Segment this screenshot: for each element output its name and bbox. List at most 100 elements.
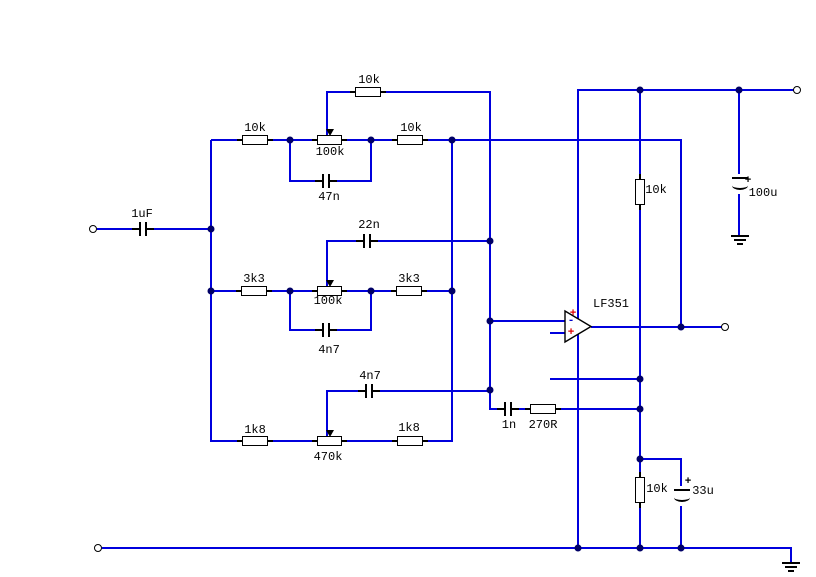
wire-bias-chain[interactable] xyxy=(639,89,641,548)
wire-bridge2-left[interactable] xyxy=(289,290,291,331)
wire-band1-row[interactable] xyxy=(211,139,682,141)
pot-wiper-arrow-icon xyxy=(325,430,334,437)
band3-potentiometer[interactable] xyxy=(312,430,347,446)
band2-bridge-capacitor[interactable] xyxy=(315,322,337,338)
junction-dot xyxy=(636,544,644,552)
wire-inverting-input[interactable] xyxy=(490,320,565,322)
ground-terminal[interactable] xyxy=(94,544,102,552)
bias-upper-resistor[interactable] xyxy=(635,174,645,210)
band1-bridge-capacitor[interactable] xyxy=(315,173,337,189)
bias-lower-resistor[interactable] xyxy=(635,472,645,508)
band1-wiper-label: 10k xyxy=(358,73,380,87)
junction-dot xyxy=(286,136,294,144)
band1-left-resistor[interactable] xyxy=(237,135,273,145)
wire-input-left[interactable] xyxy=(97,228,133,230)
band1-rright-label: 10k xyxy=(400,121,422,135)
junction-dot xyxy=(677,323,685,331)
band1-right-resistor[interactable] xyxy=(392,135,428,145)
bias-lower-label: 10k xyxy=(646,482,668,496)
wire-bottom-rail[interactable] xyxy=(102,547,792,549)
band3-left-resistor[interactable] xyxy=(237,436,273,446)
compensation-capacitor[interactable] xyxy=(497,401,519,417)
wire-bypass-top[interactable] xyxy=(640,458,682,460)
band2-right-resistor[interactable] xyxy=(391,286,427,296)
bypass-cap-plus: + xyxy=(684,476,692,488)
band3-pot-label: 470k xyxy=(313,450,343,464)
wire-feedback-top[interactable] xyxy=(327,91,491,93)
band1-rleft-label: 10k xyxy=(244,121,266,135)
wire-feedback-down[interactable] xyxy=(680,139,682,328)
compensation-resistor[interactable] xyxy=(525,404,561,414)
supply-cap-plus: + xyxy=(744,175,752,187)
wire-input-right[interactable] xyxy=(153,228,212,230)
bypass-capacitor[interactable] xyxy=(674,486,690,506)
wire-noninv-bottom[interactable] xyxy=(550,378,641,380)
wire-bridge2-right[interactable] xyxy=(370,290,372,331)
bias-upper-label: 10k xyxy=(645,183,667,197)
ground-symbol[interactable] xyxy=(731,235,749,245)
wire-4n7-row[interactable] xyxy=(327,390,491,392)
wire-100u-riser[interactable] xyxy=(738,89,740,236)
junction-dot xyxy=(636,405,644,413)
wire-output-row[interactable] xyxy=(591,326,725,328)
junction-dot xyxy=(367,287,375,295)
junction-dot xyxy=(486,237,494,245)
wire-wiper1-riser[interactable] xyxy=(326,91,328,136)
wire-bridge1-left[interactable] xyxy=(289,140,291,182)
band2-wiper-label: 22n xyxy=(358,218,380,232)
wire-virtual-ground[interactable] xyxy=(489,91,491,410)
wire-wiper3-riser[interactable] xyxy=(326,390,328,437)
band1-wiper-resistor[interactable] xyxy=(350,87,386,97)
junction-dot xyxy=(486,386,494,394)
input-cap-label: 1uF xyxy=(131,207,153,221)
band2-left-resistor[interactable] xyxy=(236,286,272,296)
junction-dot xyxy=(486,317,494,325)
wire-noninv-top[interactable] xyxy=(550,332,566,334)
ground-symbol[interactable] xyxy=(782,562,800,572)
wire-ground-riser[interactable] xyxy=(790,547,792,564)
junction-dot xyxy=(636,375,644,383)
band2-pot-label: 100k xyxy=(313,294,343,308)
wire-vplus-rail[interactable] xyxy=(578,89,797,91)
band3-rright-label: 1k8 xyxy=(398,421,420,435)
opamp-noninverting-marker: + xyxy=(567,327,575,339)
opamp-part-label: LF351 xyxy=(592,297,630,311)
wire-bridge1-right[interactable] xyxy=(370,140,372,182)
wire-rc-row[interactable] xyxy=(490,408,641,410)
opamp-vplus-marker: + xyxy=(569,308,577,320)
band3-wiper-label: 4n7 xyxy=(359,369,381,383)
junction-dot xyxy=(448,287,456,295)
comp-res-label: 270R xyxy=(528,418,558,432)
opamp-inverting-marker: - xyxy=(567,315,575,327)
opamp-triangle[interactable] xyxy=(560,306,596,346)
junction-dot xyxy=(677,544,685,552)
wire-wiper2-riser[interactable] xyxy=(326,240,328,287)
band3-wiper-capacitor[interactable] xyxy=(358,383,380,399)
output-terminal[interactable] xyxy=(721,323,729,331)
band2-rleft-label: 3k3 xyxy=(243,272,265,286)
junction-dot xyxy=(207,225,215,233)
band2-wiper-capacitor[interactable] xyxy=(356,233,378,249)
band1-bridge-label: 47n xyxy=(318,190,340,204)
bypass-cap-label: 33u xyxy=(692,484,714,498)
supply-capacitor[interactable] xyxy=(732,174,748,194)
comp-cap-label: 1n xyxy=(501,418,517,432)
supply-terminal[interactable] xyxy=(793,86,801,94)
pot-wiper-arrow-icon xyxy=(325,129,334,136)
junction-dot xyxy=(286,287,294,295)
band3-rleft-label: 1k8 xyxy=(244,423,266,437)
pot-wiper-arrow-icon xyxy=(325,280,334,287)
junction-dot xyxy=(735,86,743,94)
band2-potentiometer[interactable] xyxy=(312,280,347,296)
supply-cap-label: 100u xyxy=(748,186,778,200)
band1-potentiometer[interactable] xyxy=(312,129,347,145)
junction-dot xyxy=(207,287,215,295)
junction-dot xyxy=(574,544,582,552)
band2-rright-label: 3k3 xyxy=(398,272,420,286)
input-terminal[interactable] xyxy=(89,225,97,233)
wire-22n-row[interactable] xyxy=(327,240,491,242)
junction-dot xyxy=(367,136,375,144)
input-coupling-capacitor[interactable] xyxy=(132,221,154,237)
band3-right-resistor[interactable] xyxy=(392,436,428,446)
